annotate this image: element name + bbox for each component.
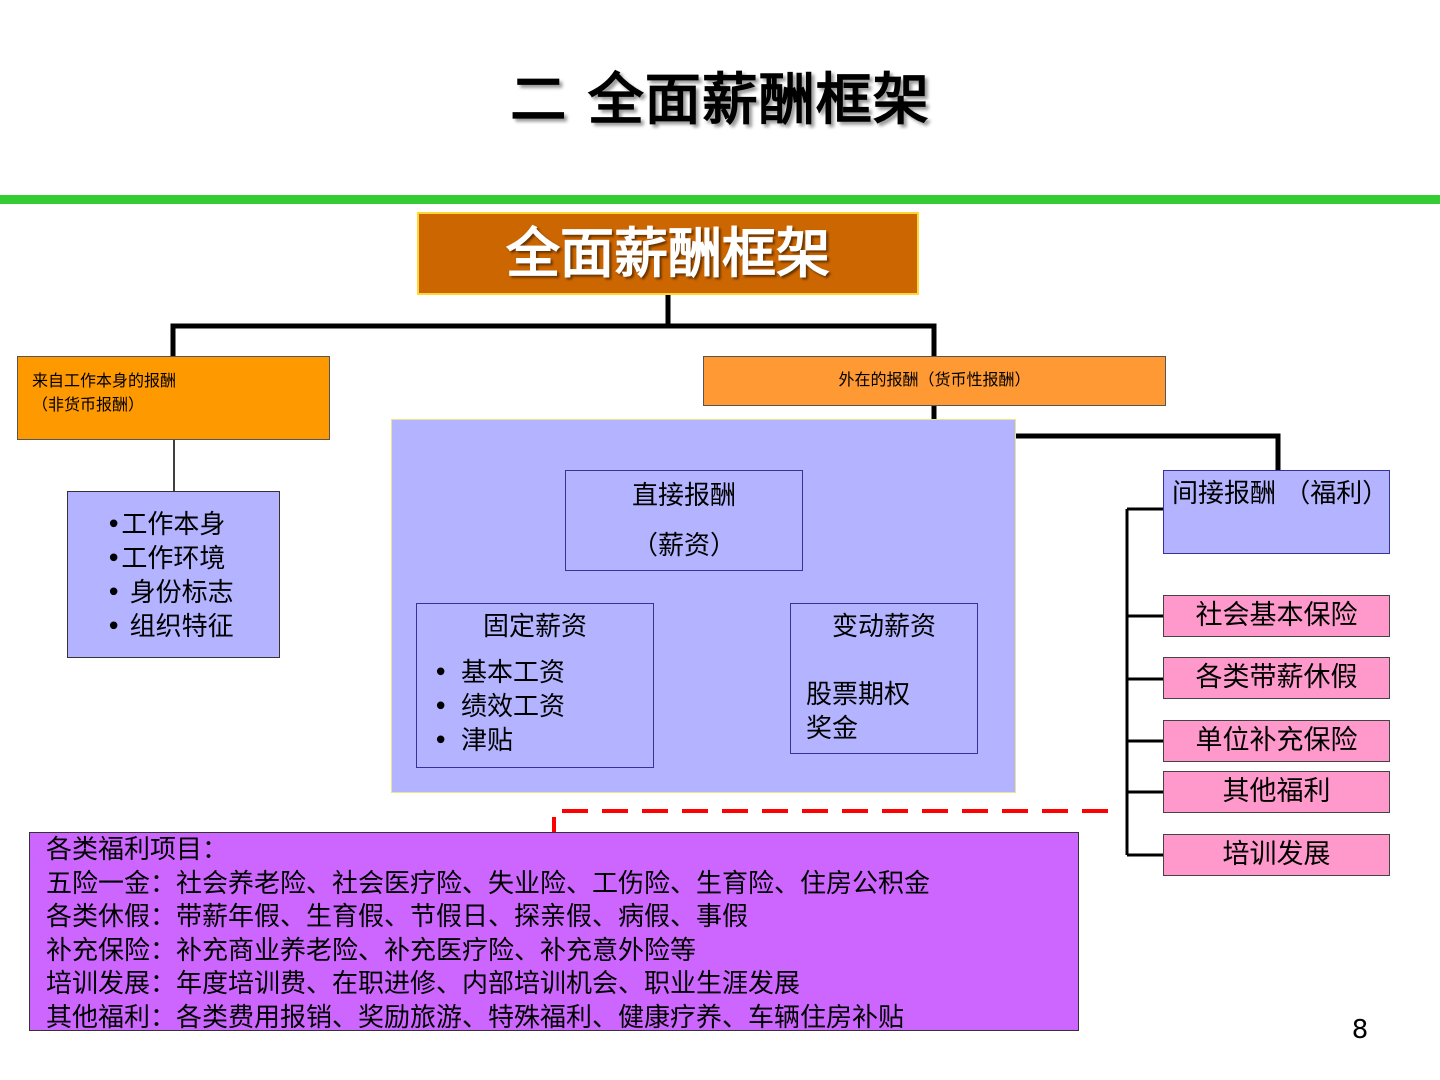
intrinsic-line-2: （非货币报酬） [32,395,145,414]
title-divider [0,195,1440,204]
benefit-item-5: 培训发展 [1163,834,1390,876]
root-node: 全面薪酬框架 [417,212,919,295]
intrinsic-item: •工作本身 [106,510,226,540]
variable-pay-line-1: 股票期权 [806,680,911,710]
direct-line-1: 直接报酬 [631,481,736,511]
fixed-pay-item: 基本工资 [433,656,653,690]
benefit-detail-line: 补充保险：补充商业养老险、补充医疗险、补充意外险等 [46,935,697,966]
connector-root-branches [170,323,937,357]
benefit-item-3: 单位补充保险 [1163,720,1390,762]
intrinsic-line-1: 来自工作本身的报酬 [32,371,177,390]
benefit-detail-line: 各类休假：带薪年假、生育假、节假日、探亲假、病假、事假 [46,902,749,932]
intrinsic-item: • 身份标志 [106,578,234,608]
variable-pay-node: 变动薪资 股票期权 奖金 [790,603,978,754]
intrinsic-items-node: •工作本身 •工作环境 • 身份标志 • 组织特征 [67,491,280,658]
slide-title: 二 全面薪酬框架 [510,68,930,133]
variable-pay-line-2: 奖金 [806,714,859,744]
fixed-pay-list: 基本工资 绩效工资 津贴 [433,656,653,758]
extrinsic-reward-node: 外在的报酬（货币性报酬） [703,356,1166,406]
benefit-item-2: 各类带薪休假 [1163,657,1390,699]
intrinsic-reward-node: 来自工作本身的报酬 （非货币报酬） [17,356,330,440]
benefit-detail-line: 五险一金：社会养老险、社会医疗险、失业险、工伤险、生育险、住房公积金 [46,868,931,899]
benefit-detail-box: 各类福利项目： 五险一金：社会养老险、社会医疗险、失业险、工伤险、生育险、住房公… [29,832,1079,1033]
fixed-pay-node: 固定薪资 基本工资 绩效工资 津贴 [416,603,654,768]
variable-pay-title: 变动薪资 [831,612,936,642]
benefit-item-4: 其他福利 [1163,771,1390,813]
intrinsic-item: • 组织特征 [106,612,234,642]
benefit-detail-line: 各类福利项目： [46,835,229,865]
fixed-pay-title: 固定薪资 [482,612,587,642]
intrinsic-item: •工作环境 [106,544,226,574]
benefit-item-1: 社会基本保险 [1163,595,1390,637]
benefit-detail-line: 培训发展：年度培训费、在职进修、内部培训机会、职业生涯发展 [46,969,801,999]
page-number: 8 [1351,1015,1369,1045]
fixed-pay-item: 津贴 [433,724,653,758]
direct-pay-node: 直接报酬 （薪资） [565,470,803,571]
direct-line-2: （薪资） [631,531,736,561]
fixed-pay-item: 绩效工资 [433,690,653,724]
connector-detail-dashed [552,809,1108,832]
benefit-detail-line: 其他福利：各类费用报销、奖励旅游、特殊福利、健康疗养、车辆住房补贴 [46,1002,905,1033]
indirect-pay-node: 间接报酬 （福利） [1163,470,1390,554]
